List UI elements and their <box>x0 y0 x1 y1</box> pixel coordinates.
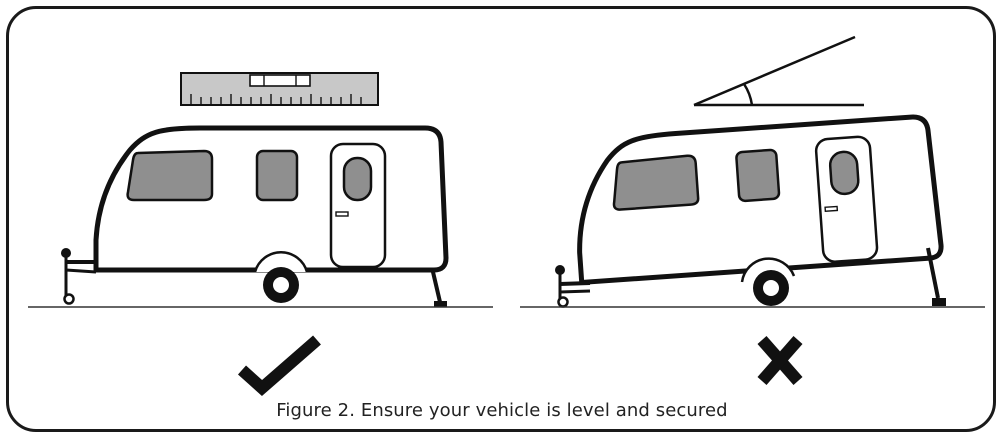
figure-caption: Figure 2. Ensure your vehicle is level a… <box>0 400 1004 421</box>
front-window <box>611 155 699 210</box>
front-window <box>128 151 212 200</box>
cross-icon <box>762 340 798 381</box>
door-window <box>344 158 371 200</box>
spirit-level-icon <box>181 73 378 105</box>
side-window <box>257 151 297 200</box>
angle-indicator-icon <box>694 37 864 105</box>
tow-hitch <box>62 249 97 304</box>
door-window <box>829 151 859 195</box>
wheel <box>742 259 794 306</box>
corner-steady <box>433 272 447 307</box>
checkmark-icon <box>242 340 317 388</box>
side-window <box>736 150 779 202</box>
wheel <box>255 252 307 303</box>
level-caravan <box>28 73 493 388</box>
door-handle <box>825 206 837 211</box>
tilted-caravan <box>520 37 985 381</box>
door-handle <box>336 212 348 216</box>
